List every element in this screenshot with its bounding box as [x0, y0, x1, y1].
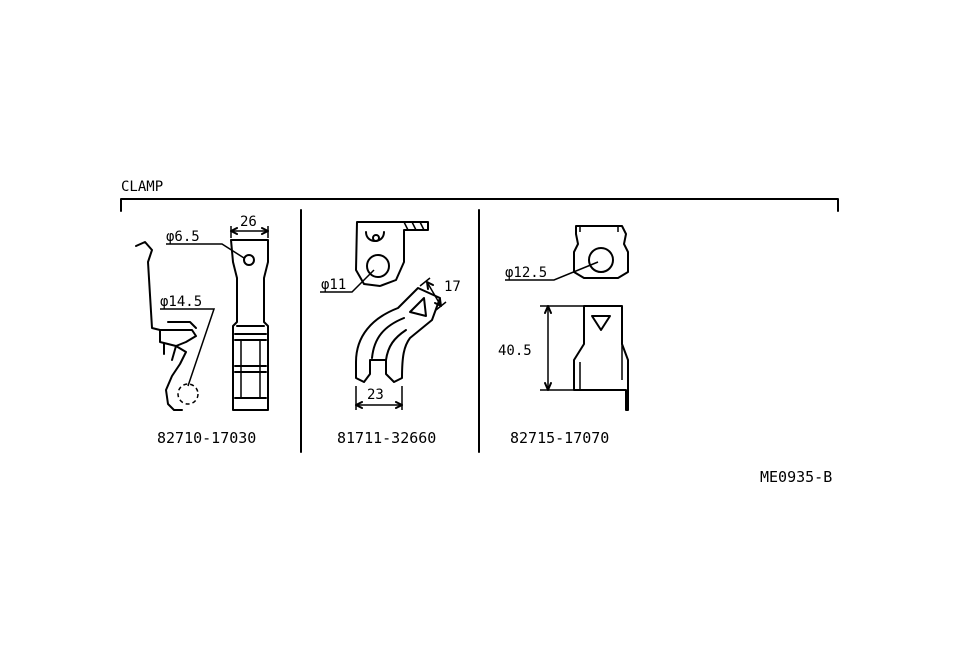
drawing-code: ME0935-B — [760, 468, 832, 486]
part-1-hole-small-dim: φ6.5 — [166, 229, 200, 245]
part-2-number: 81711-32660 — [337, 429, 436, 447]
clamp-part-3-drawing — [505, 225, 629, 411]
part-2-width-dim: 23 — [367, 387, 384, 403]
part-2-hole-dim: φ11 — [321, 277, 346, 293]
section-bracket — [120, 198, 839, 212]
clamp-part-2-drawing — [320, 221, 447, 410]
part-3-number: 82715-17070 — [510, 429, 609, 447]
clamp-part-1-drawing — [135, 226, 269, 411]
part-1-number: 82710-17030 — [157, 429, 256, 447]
part-3-length-dim: 40.5 — [498, 343, 532, 359]
part-1-width-dim: 26 — [240, 214, 257, 230]
part-2-thickness-dim: 17 — [444, 279, 461, 295]
part-1-hole-large-dim: φ14.5 — [160, 294, 202, 310]
section-title: CLAMP — [121, 179, 163, 195]
part-3-hole-dim: φ12.5 — [505, 265, 547, 281]
